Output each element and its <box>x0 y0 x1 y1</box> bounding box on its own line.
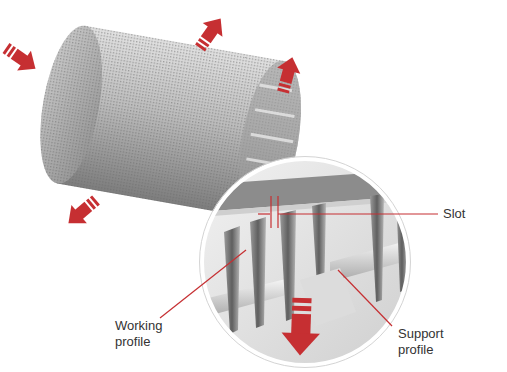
part-label: Slot <box>443 206 503 222</box>
outflow-arrow <box>281 297 321 356</box>
slot-marker <box>258 196 438 228</box>
leader-lines <box>160 250 392 326</box>
part-label: Support profile <box>398 326 460 358</box>
part-label: Working profile <box>115 318 177 350</box>
